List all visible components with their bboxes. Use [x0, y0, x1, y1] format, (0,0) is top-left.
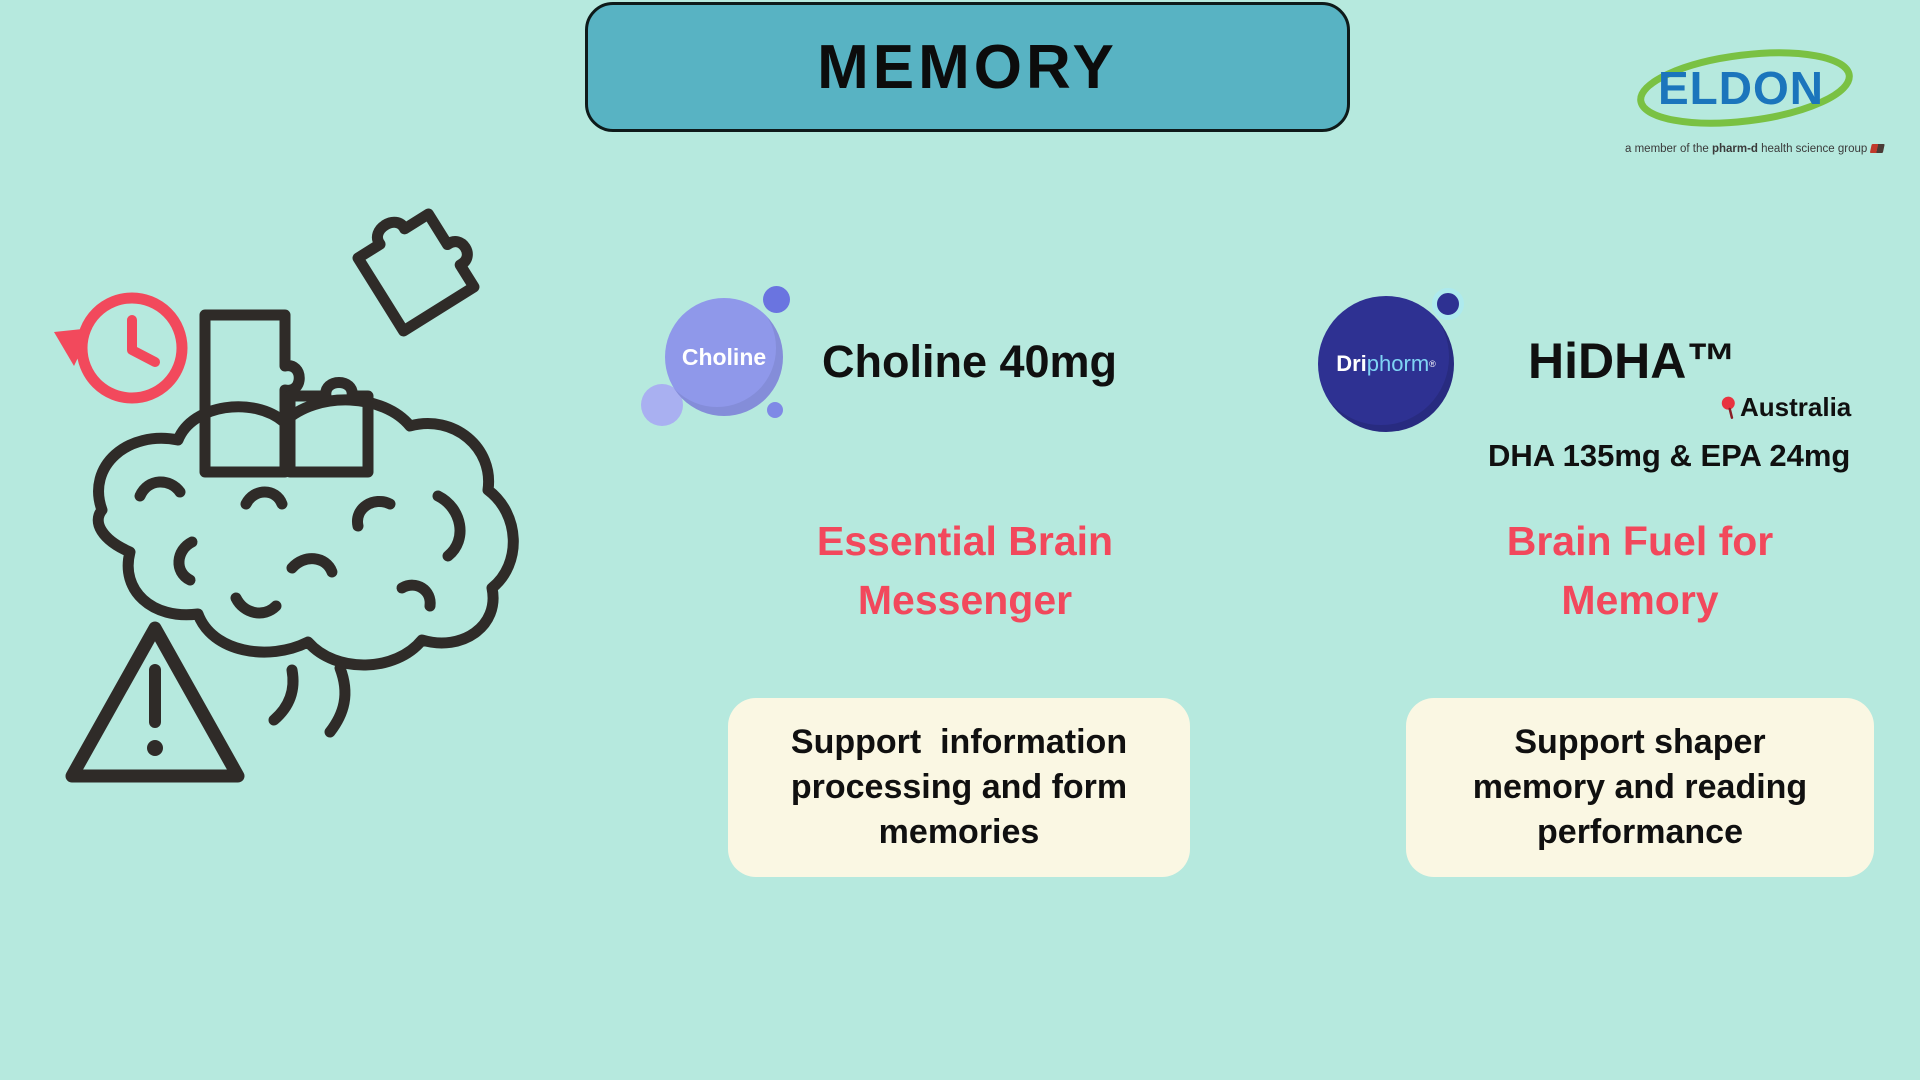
choline-bubble-satellite-icon — [767, 402, 783, 418]
title-box: MEMORY — [585, 2, 1350, 132]
driphorm-logo-text: phorm — [1366, 351, 1430, 376]
hidha-origin-label: Australia — [1740, 392, 1852, 422]
eldon-tagline-suffix: health science group — [1757, 143, 1868, 155]
hidha-benefit-box: Support shaper memory and reading perfor… — [1406, 698, 1874, 877]
eldon-tagline: a member of the pharm-d health science g… — [1625, 143, 1886, 155]
choline-subheading: Essential Brain Messenger — [816, 518, 1114, 624]
eldon-wordmark: ELDON — [1658, 62, 1824, 114]
warning-triangle-icon — [65, 621, 245, 783]
eldon-tagline-prefix: a member of the — [1625, 143, 1712, 155]
driphorm-logo-text-bold: Dri — [1336, 351, 1367, 376]
choline-bubble-label: Choline — [665, 298, 783, 416]
choline-bubble-icon: Choline — [641, 286, 810, 451]
brain-outline-icon — [92, 394, 519, 738]
hidha-subheading: Brain Fuel for Memory — [1506, 518, 1774, 624]
hidha-dose: DHA 135mg & EPA 24mg — [1488, 438, 1851, 473]
eldon-logo: ELDON a member of the pharm-d health sci… — [1625, 48, 1886, 155]
flag-icon — [1870, 144, 1886, 153]
driphorm-satellite-icon — [1432, 288, 1464, 320]
page-title: MEMORY — [817, 32, 1118, 102]
choline-bubble-satellite-icon — [763, 286, 790, 313]
choline-benefit-box: Support information processing and form … — [728, 698, 1190, 877]
registered-mark: ® — [1429, 359, 1436, 369]
choline-heading: Choline 40mg — [822, 336, 1118, 387]
puzzle-pieces-icon — [199, 309, 374, 478]
hidha-heading: HiDHA™ — [1528, 333, 1737, 389]
loose-puzzle-piece-icon — [352, 208, 480, 337]
history-clock-icon — [54, 292, 188, 404]
hidha-origin: Australia — [1721, 392, 1852, 423]
brain-illustration — [54, 208, 519, 783]
location-pin-icon — [1721, 396, 1735, 419]
eldon-logo-mark: ELDON — [1637, 49, 1853, 127]
eldon-tagline-bold: pharm-d — [1711, 143, 1758, 155]
